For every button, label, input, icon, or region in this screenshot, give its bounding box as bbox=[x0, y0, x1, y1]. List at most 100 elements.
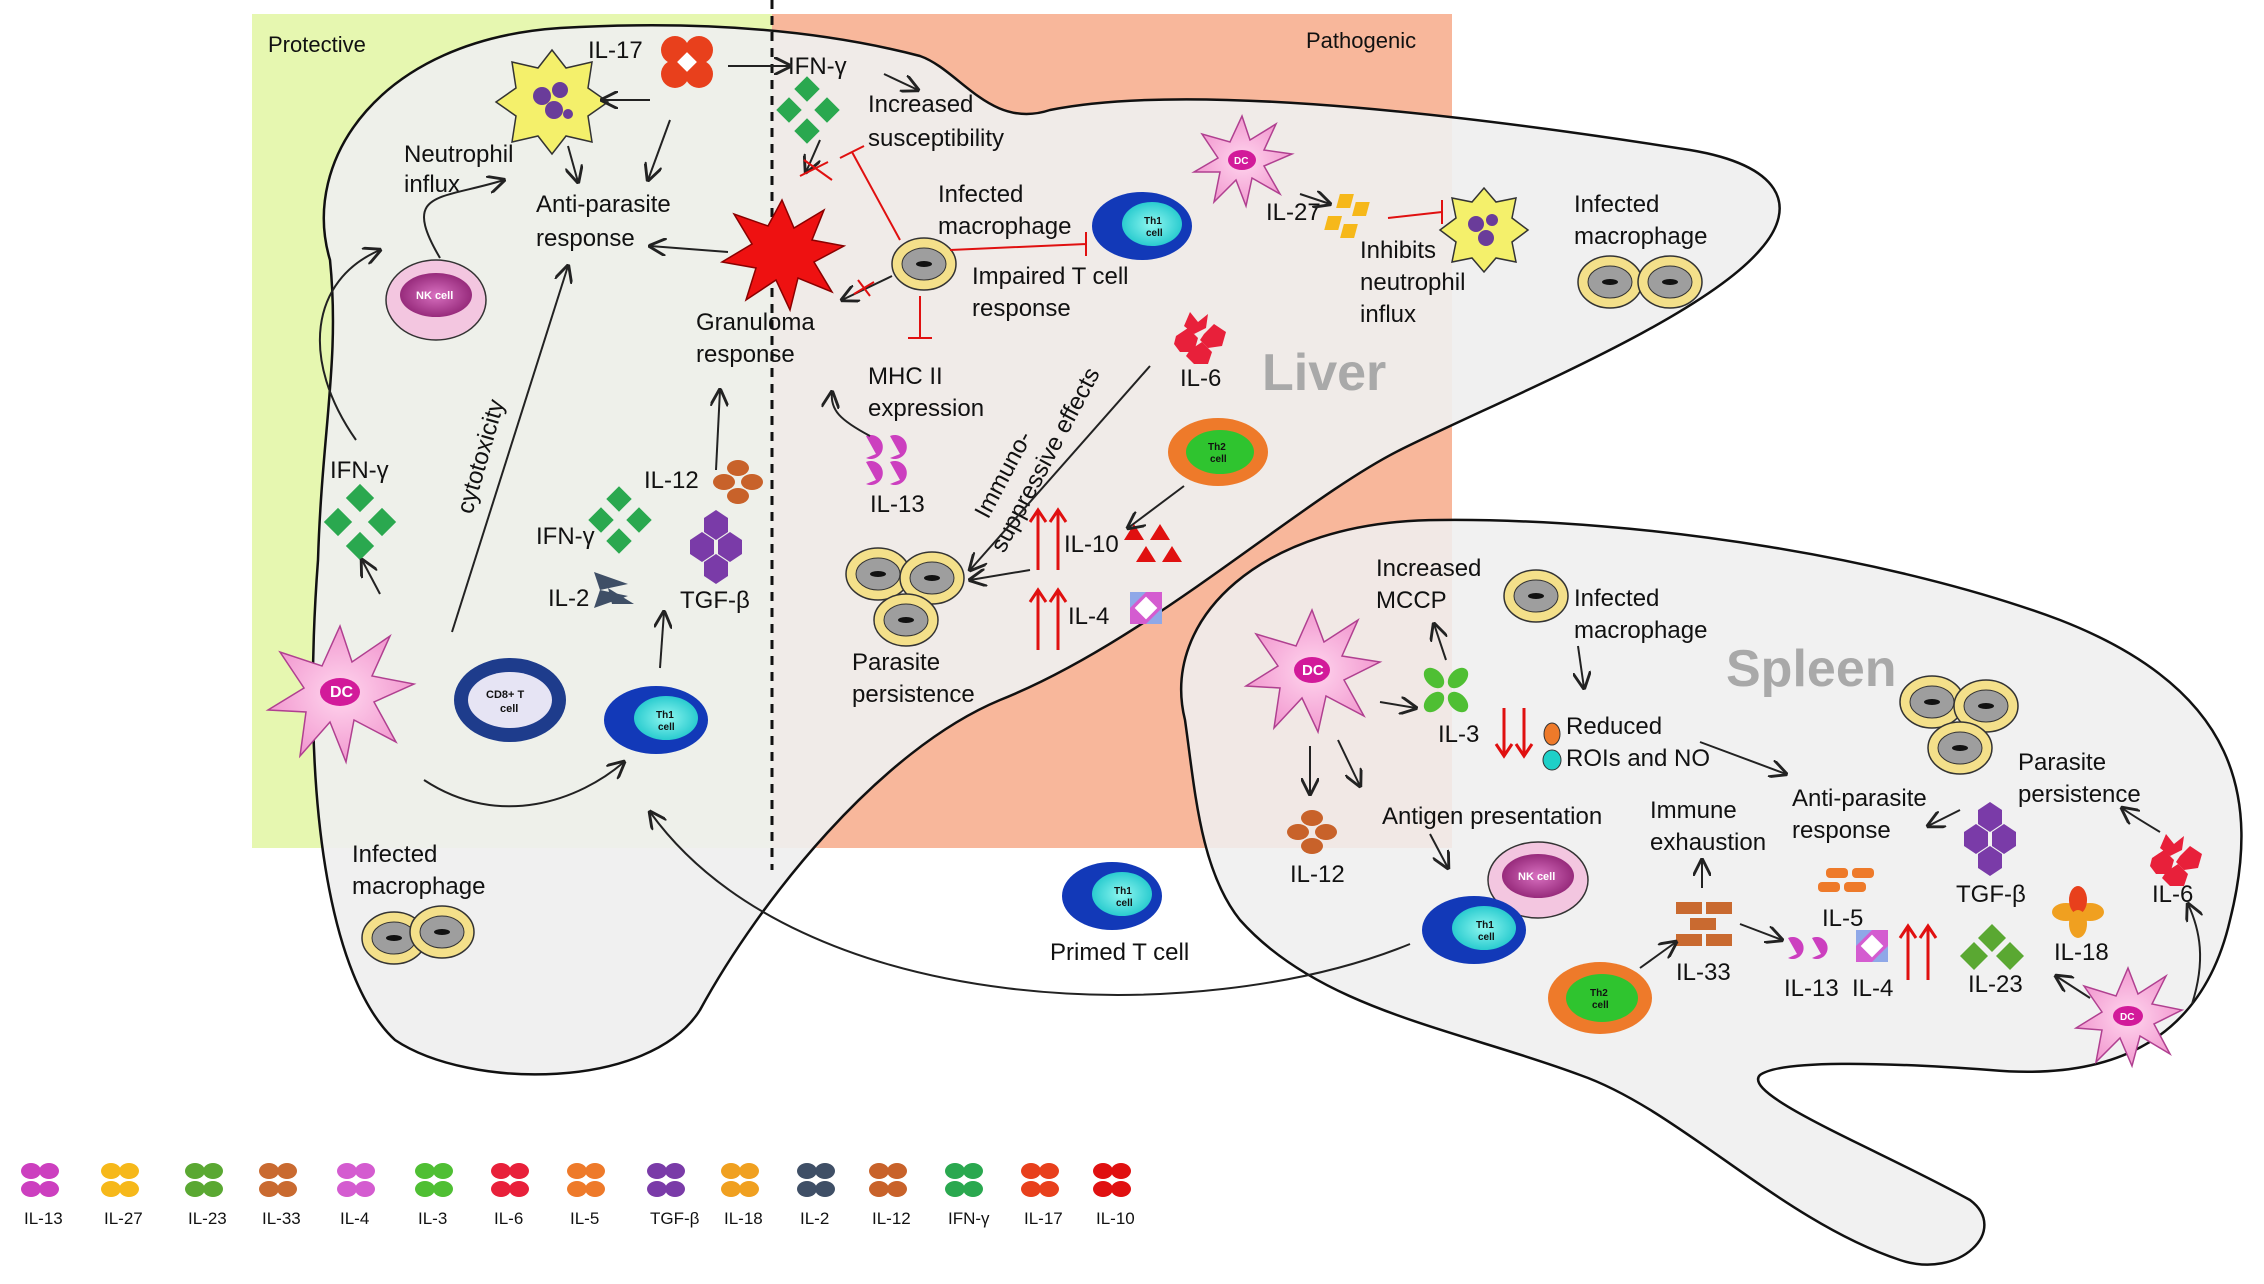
legend-item-il5: IL-5 bbox=[567, 1163, 605, 1228]
il12-mid-label: IL-12 bbox=[644, 467, 699, 494]
legend-item-il6: IL-6 bbox=[491, 1163, 529, 1228]
antigen-label: Antigen presentation bbox=[1382, 803, 1602, 830]
th1-cell-spleen: Th1 cell bbox=[1422, 896, 1526, 964]
il2-icon bbox=[594, 572, 634, 608]
protective-title: Protective bbox=[268, 32, 366, 57]
th1-spleen-text-b: cell bbox=[1478, 932, 1495, 943]
il13-liver-label: IL-13 bbox=[870, 491, 925, 518]
ifng-legend-label: IFN-γ bbox=[948, 1209, 990, 1228]
th1-cell-primed: Th1 cell bbox=[1062, 862, 1162, 930]
il23-legend-label: IL-23 bbox=[188, 1209, 227, 1228]
legend-item-tgfb: TGF-β bbox=[647, 1163, 700, 1228]
il23-icon bbox=[1960, 924, 2024, 970]
increased-label: Increased bbox=[868, 91, 973, 118]
infected-macrophage-mid bbox=[891, 237, 957, 291]
tgfb-legend-label: TGF-β bbox=[650, 1209, 700, 1228]
il12-legend-label: IL-12 bbox=[872, 1209, 911, 1228]
ifng-left-label: IFN-γ bbox=[330, 457, 389, 484]
legend-item-ifng: IFN-γ bbox=[945, 1163, 990, 1228]
il27-legend-label: IL-27 bbox=[104, 1209, 143, 1228]
persistence-spleen-label-2: persistence bbox=[2018, 781, 2141, 808]
il6-liver-icon bbox=[1174, 312, 1226, 364]
il5-legend-icon bbox=[567, 1163, 605, 1197]
il4-up-arrows bbox=[1028, 587, 1068, 650]
il17-icon bbox=[661, 36, 713, 88]
liver-title: Liver bbox=[1262, 344, 1386, 402]
il23-legend-icon bbox=[185, 1163, 223, 1197]
cd8-text-a: CD8+ T bbox=[486, 689, 524, 701]
il10-legend-icon bbox=[1093, 1163, 1131, 1197]
exhaustion-label: exhaustion bbox=[1650, 829, 1766, 856]
th2-spleen-text-a: Th2 bbox=[1590, 988, 1608, 999]
il17-legend-icon bbox=[1021, 1163, 1059, 1197]
il33-spleen-label: IL-33 bbox=[1676, 959, 1731, 986]
inhibition-lines bbox=[799, 145, 1443, 339]
th1-spleen-text-a: Th1 bbox=[1476, 920, 1494, 931]
il12-legend-icon bbox=[869, 1163, 907, 1197]
th2-liver-text-a: Th2 bbox=[1208, 442, 1226, 453]
il18-legend-label: IL-18 bbox=[724, 1209, 763, 1228]
il18-legend-icon bbox=[721, 1163, 759, 1197]
il10-icon bbox=[1124, 524, 1182, 562]
il4-liver-label: IL-4 bbox=[1068, 603, 1109, 630]
dc-liver-text: DC bbox=[1234, 156, 1248, 167]
macrophage-spleen-label: macrophage bbox=[1574, 617, 1707, 644]
dc-spleen-right: DC bbox=[2073, 966, 2185, 1069]
il18-label: IL-18 bbox=[2054, 939, 2109, 966]
infected-mid-label: Infected bbox=[938, 181, 1023, 208]
il13-liver-icon bbox=[866, 435, 907, 485]
dc-liver: DC bbox=[1191, 113, 1295, 209]
anti-response-label: response bbox=[536, 225, 635, 252]
persistence-liver-label: Parasite bbox=[852, 649, 940, 676]
il5-spleen-label: IL-5 bbox=[1822, 905, 1863, 932]
infected-macrophage-right bbox=[1577, 255, 1703, 309]
arrows bbox=[318, 66, 2200, 1005]
spleen-title: Spleen bbox=[1726, 640, 1897, 698]
il23-label: IL-23 bbox=[1968, 971, 2023, 998]
rois-label: ROIs and NO bbox=[1566, 745, 1710, 772]
tgfb-mid-icon bbox=[690, 510, 742, 584]
il6-spleen-label: IL-6 bbox=[2152, 881, 2193, 908]
il6-legend-icon bbox=[491, 1163, 529, 1197]
il4-spleen-icon bbox=[1856, 930, 1888, 962]
il5-legend-label: IL-5 bbox=[570, 1209, 599, 1228]
nk-cell-spleen: NK cell bbox=[1487, 841, 1589, 919]
th2-cell-spleen: Th2 cell bbox=[1548, 962, 1652, 1034]
il27-legend-icon bbox=[101, 1163, 139, 1197]
th2-cell-liver: Th2 cell bbox=[1168, 418, 1268, 486]
neutrophil-label: Neutrophil bbox=[404, 141, 513, 168]
liver-outline bbox=[311, 24, 1781, 1076]
il2-legend-icon bbox=[797, 1163, 835, 1197]
pathogenic-title: Pathogenic bbox=[1306, 28, 1416, 53]
tgfb-spleen-label: TGF-β bbox=[1956, 881, 2026, 908]
granuloma-response-label: response bbox=[696, 341, 795, 368]
il2-label: IL-2 bbox=[548, 585, 589, 612]
il3-legend-icon bbox=[415, 1163, 453, 1197]
th1-cell-protective: Th1 cell bbox=[604, 686, 708, 754]
neutrophil-icon bbox=[494, 48, 610, 156]
legend-item-il4: IL-4 bbox=[337, 1163, 375, 1228]
mccp-value-label: MCCP bbox=[1376, 587, 1447, 614]
il6-legend-label: IL-6 bbox=[494, 1209, 523, 1228]
legend-item-il12: IL-12 bbox=[869, 1163, 911, 1228]
cd8-t-cell: CD8+ T cell bbox=[454, 658, 566, 742]
il33-legend-label: IL-33 bbox=[262, 1209, 301, 1228]
dc-spleen-text: DC bbox=[1302, 662, 1324, 679]
th1-liver-text-a: Th1 bbox=[1144, 216, 1162, 227]
tgfb-legend-icon bbox=[647, 1163, 685, 1197]
il13-spleen-icon bbox=[1788, 937, 1828, 959]
th2-liver-text-b: cell bbox=[1210, 454, 1227, 465]
macrophage-left-label: macrophage bbox=[352, 873, 485, 900]
infected-left-label: Infected bbox=[352, 841, 437, 868]
legend-item-il27: IL-27 bbox=[101, 1163, 143, 1228]
nk-spleen-text: NK cell bbox=[1518, 871, 1555, 883]
legend-item-il13: IL-13 bbox=[21, 1163, 63, 1228]
legend-item-il18: IL-18 bbox=[721, 1163, 763, 1228]
il5-spleen-icon bbox=[1818, 868, 1874, 892]
anti-spleen-response-label: response bbox=[1792, 817, 1891, 844]
infected-macrophage-left bbox=[361, 905, 475, 965]
mhc-label: MHC II bbox=[868, 363, 943, 390]
granuloma-label: Granuloma bbox=[696, 309, 815, 336]
granuloma-burst bbox=[719, 198, 847, 313]
